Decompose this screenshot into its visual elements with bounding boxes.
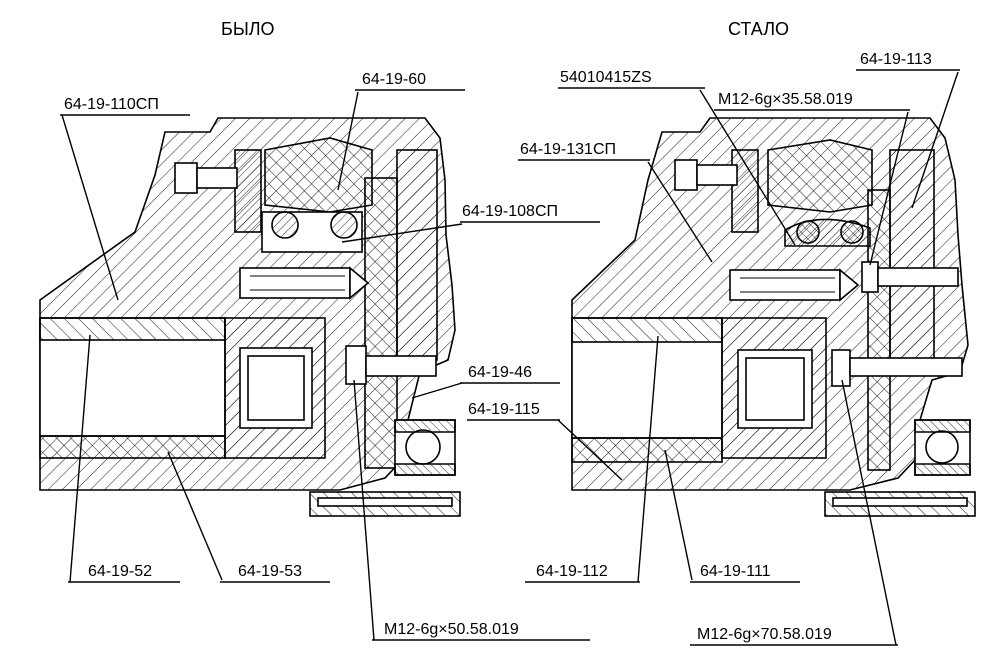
bushing-bottom-before [39,435,226,459]
label-64-19-53: 64-19-53 [238,563,302,580]
flange-before [364,177,398,469]
label-64-19-108sp: 64-19-108СП [462,203,558,220]
label-64-19-46: 64-19-46 [468,364,532,381]
hub-core-before [239,347,313,429]
bushing-top-after [571,317,723,343]
label-64-19-112: 64-19-112 [536,563,608,580]
o-ring-before-1 [271,211,299,239]
flange-after [867,189,891,471]
label-54010415zs: 54010415ZS [560,69,652,86]
leaders-after [467,69,960,646]
label-bolt-50: М12-6g×50.58.019 [384,621,519,638]
label-64-19-131sp: 64-19-131СП [520,141,616,158]
bolt-head-after-top [674,159,698,191]
label-64-19-52: 64-19-52 [88,563,152,580]
label-64-19-113: 64-19-113 [860,51,932,68]
bushing-bottom-after [571,437,723,463]
label-bolt-35: М12-6g×35.58.019 [718,91,853,108]
label-64-19-115: 64-19-115 [468,401,540,418]
label-64-19-111: 64-19-111 [700,563,771,580]
o-ring-before-2 [330,211,358,239]
o-ring-after-2 [840,220,864,244]
screw-before [239,267,351,299]
assembly-before [39,117,461,517]
bolt-head-before-top [174,162,198,194]
label-64-19-60: 64-19-60 [362,71,426,88]
title-after: СТАЛО [728,19,789,39]
bushing-top-before [39,317,226,341]
bolt-head-before-side [345,345,367,385]
title-before: БЫЛО [221,19,275,39]
label-64-19-110sp: 64-19-110СП [64,96,159,113]
leaders-before [60,89,600,641]
bolt-head-after-side [831,349,851,387]
screw-after [729,269,841,301]
assembly-after [571,117,976,517]
o-ring-after-1 [796,220,820,244]
label-bolt-70: М12-6g×70.58.019 [697,626,832,643]
